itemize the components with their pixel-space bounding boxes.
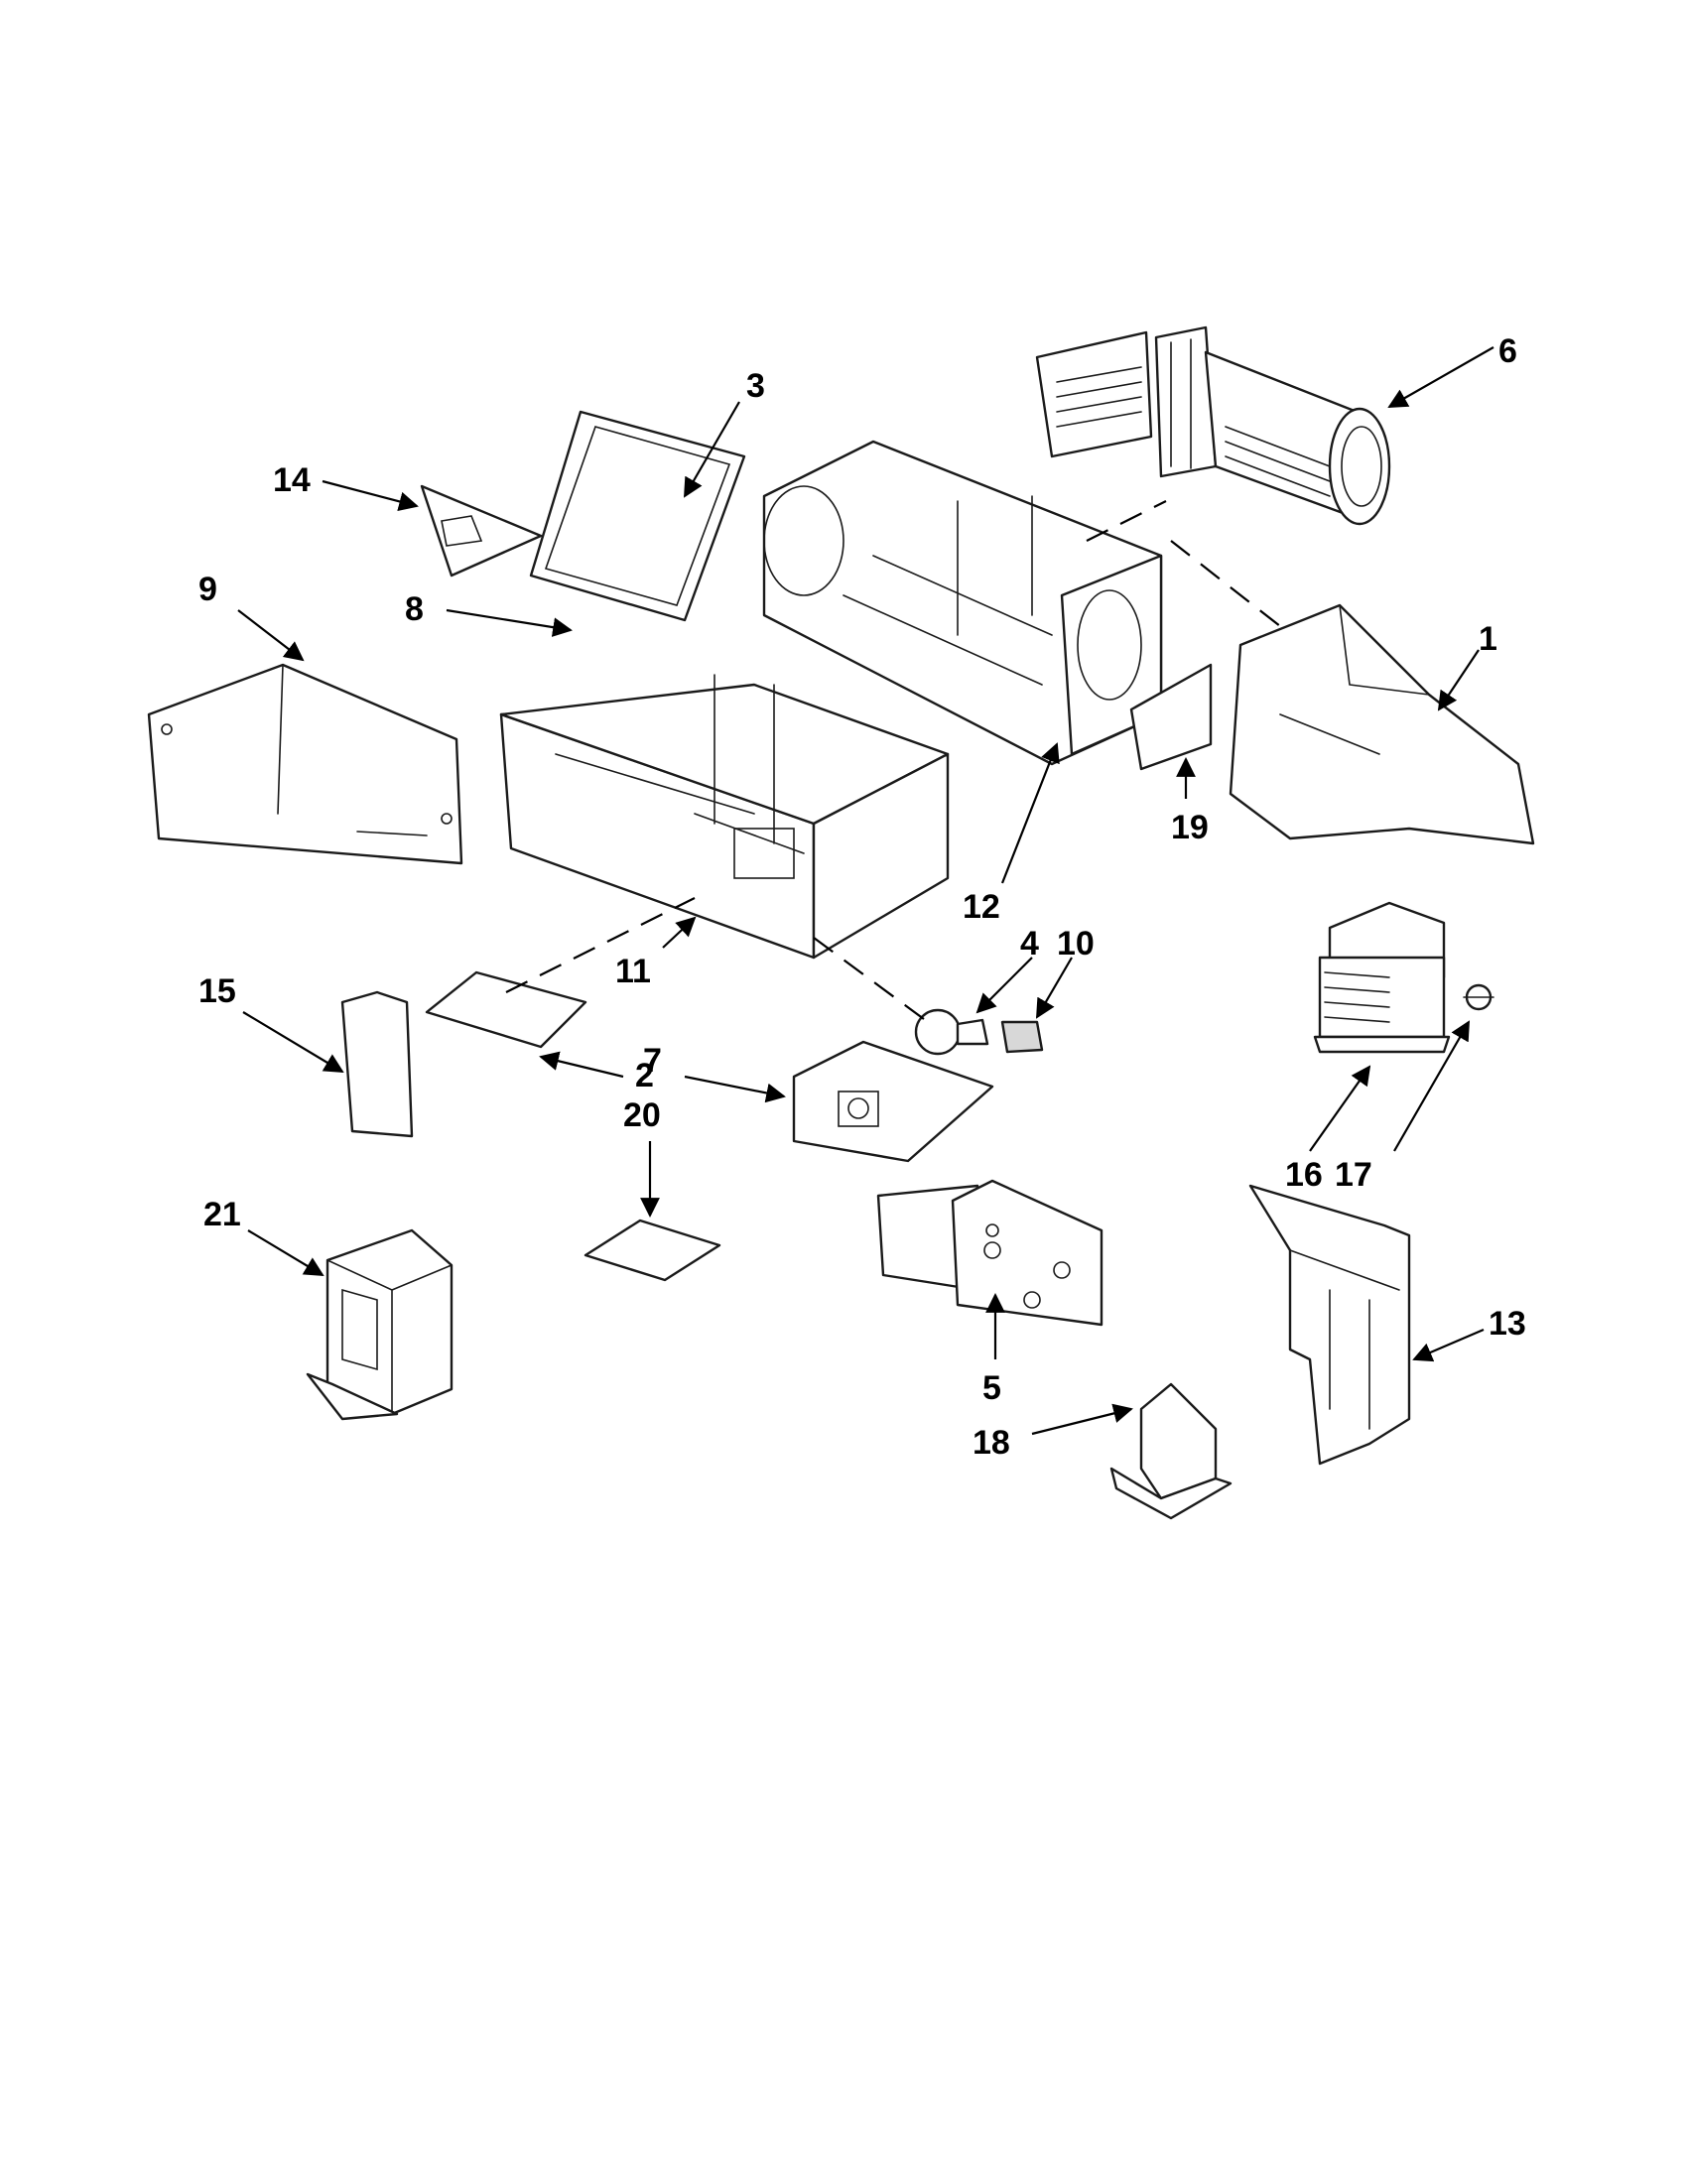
part-5-bracket: [876, 1179, 1104, 1327]
part-21-box-bracket: [306, 1228, 454, 1421]
callout-6: 6: [1498, 332, 1517, 370]
part-17-thermal-cutout: [1463, 983, 1494, 1011]
callout-labels: 1 2 3 4 5 6 7 8 9 10 11 12 13 14 15 16 1…: [198, 332, 1526, 1462]
part-16-transformer: [1313, 901, 1451, 1054]
callout-12: 12: [963, 888, 1000, 926]
callout-21: 21: [203, 1196, 241, 1233]
part-9-side-panel: [147, 663, 463, 865]
callout-4: 4: [1020, 925, 1039, 963]
callout-7: 7: [643, 1042, 662, 1080]
callout-16: 16: [1285, 1156, 1323, 1194]
part-18-duct: [1109, 1382, 1233, 1520]
assembly-lines: [505, 500, 1286, 1023]
part-4-lamp: [914, 1008, 989, 1056]
part-11-chassis: [499, 674, 950, 960]
part-20-plate: [584, 1219, 721, 1282]
part-14-label: [420, 484, 543, 578]
callout-15: 15: [198, 972, 236, 1010]
callout-18: 18: [973, 1424, 1010, 1462]
part-13-side-bracket: [1248, 1184, 1411, 1466]
part-1-blower-housing: [1229, 603, 1535, 845]
callout-5: 5: [982, 1369, 1001, 1407]
callout-2: 2: [635, 1057, 654, 1094]
part-8-filter-frame: [529, 410, 746, 622]
callout-20: 20: [623, 1096, 661, 1134]
callout-11: 11: [615, 953, 651, 990]
part-10-socket: [1000, 1020, 1044, 1054]
part-2-plate: [425, 970, 587, 1049]
callout-14: 14: [273, 461, 311, 499]
part-19-shield: [1129, 663, 1213, 771]
callout-19: 19: [1171, 809, 1209, 846]
callout-8: 8: [405, 590, 424, 628]
part-15-bracket: [340, 990, 414, 1138]
callout-17: 17: [1335, 1156, 1372, 1194]
rear-frame-panel: [762, 440, 1163, 766]
part-7-cover-plate: [792, 1040, 994, 1163]
leader-arrows: [237, 346, 1494, 1436]
callout-3: 3: [746, 367, 765, 405]
callout-1: 1: [1479, 620, 1497, 658]
part-6-blower-assembly: [1035, 325, 1391, 526]
callout-10: 10: [1057, 925, 1095, 963]
callout-9: 9: [198, 571, 217, 608]
callout-13: 13: [1489, 1305, 1526, 1343]
